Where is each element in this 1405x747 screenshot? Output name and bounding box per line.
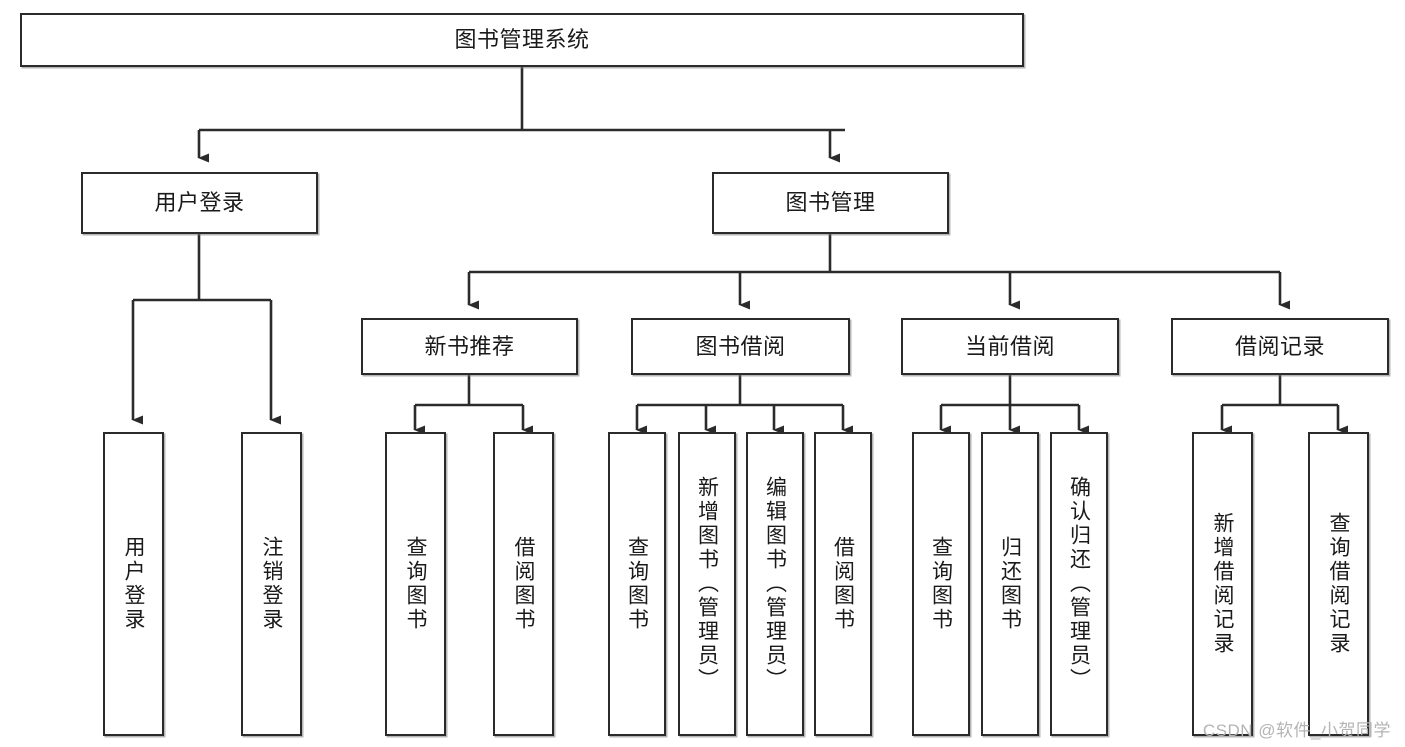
leaf-current-confirm-return-admin[interactable]: 确认归还（管理员）: [1050, 432, 1108, 736]
node-label: 查询借阅记录: [1327, 512, 1351, 656]
leaf-current-return-book[interactable]: 归还图书: [981, 432, 1039, 736]
node-label: 新增图书（管理员）: [695, 476, 719, 692]
leaf-current-query-book[interactable]: 查询图书: [912, 432, 970, 736]
node-label: 查询图书: [929, 536, 953, 632]
node-label: 新书推荐: [424, 333, 515, 359]
leaf-record-add-record[interactable]: 新增借阅记录: [1192, 432, 1253, 736]
leaf-user-login-signout[interactable]: 注销登录: [241, 432, 302, 736]
leaf-recommend-borrow-book[interactable]: 借阅图书: [493, 432, 554, 736]
watermark-text: CSDN @软件_小贺同学: [1202, 721, 1391, 740]
node-label: 借阅图书: [512, 536, 536, 632]
node-label: 借阅记录: [1234, 333, 1325, 359]
node-label: 用户登录: [154, 190, 245, 216]
leaf-borrow-borrow-book[interactable]: 借阅图书: [814, 432, 872, 736]
node-label: 归还图书: [998, 536, 1022, 632]
leaf-recommend-query-book[interactable]: 查询图书: [385, 432, 446, 736]
node-borrow-record[interactable]: 借阅记录: [1171, 318, 1389, 375]
node-label: 编辑图书（管理员）: [763, 476, 787, 692]
node-label: 注销登录: [260, 536, 284, 632]
leaf-borrow-add-book-admin[interactable]: 新增图书（管理员）: [678, 432, 736, 736]
node-label: 图书借阅: [695, 333, 786, 359]
leaf-record-query-record[interactable]: 查询借阅记录: [1308, 432, 1369, 736]
node-book-borrow[interactable]: 图书借阅: [631, 318, 850, 375]
node-new-book-recommend[interactable]: 新书推荐: [361, 318, 578, 375]
node-label: 新增借阅记录: [1211, 512, 1235, 656]
node-label: 用户登录: [122, 536, 146, 632]
node-label: 当前借阅: [964, 333, 1055, 359]
node-label: 查询图书: [404, 536, 428, 632]
node-book-management[interactable]: 图书管理: [712, 172, 949, 234]
node-label: 确认归还（管理员）: [1067, 476, 1091, 692]
node-current-borrow[interactable]: 当前借阅: [901, 318, 1119, 375]
leaf-user-login-signin[interactable]: 用户登录: [103, 432, 164, 736]
node-label: 图书管理系统: [454, 27, 590, 53]
node-label: 借阅图书: [831, 536, 855, 632]
node-user-login[interactable]: 用户登录: [81, 172, 318, 234]
node-label: 查询图书: [625, 536, 649, 632]
leaf-borrow-edit-book-admin[interactable]: 编辑图书（管理员）: [746, 432, 804, 736]
node-label: 图书管理: [785, 190, 876, 216]
leaf-borrow-query-book[interactable]: 查询图书: [608, 432, 666, 736]
node-root-system[interactable]: 图书管理系统: [20, 13, 1024, 67]
